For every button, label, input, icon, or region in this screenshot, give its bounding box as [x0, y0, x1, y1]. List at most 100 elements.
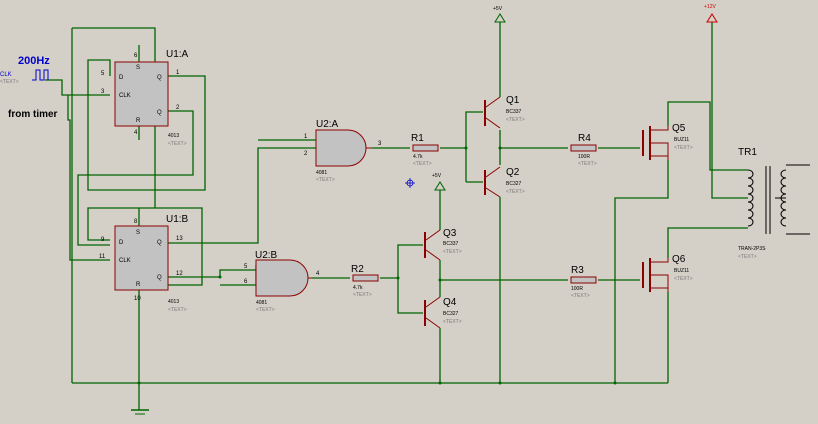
q5-text: <TEXT>: [674, 145, 693, 151]
q1-part: BC337: [506, 109, 522, 115]
wire-u1a-feedback: [87, 59, 206, 191]
u2a-part: 4081: [316, 170, 327, 176]
wire-r1-q1q2: [440, 111, 483, 149]
u1b-text: <TEXT>: [168, 307, 187, 313]
u2a-name: U2:A: [316, 119, 339, 130]
u2b-pin-4: 4: [316, 271, 320, 277]
tr1-primary-coil: [747, 169, 754, 227]
u1a-pin-s: S: [136, 65, 140, 71]
u2b-part: 4081: [256, 300, 267, 306]
u1a-pin-1: 1: [176, 70, 180, 76]
q1-text: <TEXT>: [506, 117, 525, 123]
wire-q5-drain: [667, 101, 748, 171]
u1a-pin-2: 2: [176, 105, 180, 111]
r2-value: 4.7k: [353, 285, 363, 291]
u1b-pin-d: D: [119, 240, 124, 246]
r4-text: <TEXT>: [578, 161, 597, 167]
wire-r2-q4: [397, 278, 423, 314]
u1a-pin-d: D: [119, 75, 124, 81]
r1-value: 4.7k: [413, 154, 423, 160]
wire-u1a-q2: [77, 110, 194, 246]
wire-q5-source: [614, 160, 669, 383]
clock-text: <TEXT>: [0, 79, 19, 85]
q2-name: Q2: [506, 167, 520, 178]
q3-text: <TEXT>: [443, 249, 462, 255]
r1-body: [412, 144, 439, 152]
wire-clock-input: [45, 79, 110, 96]
q5-mosfet[interactable]: Q5 BUZ11 <TEXT>: [642, 123, 693, 160]
r3-body: [570, 276, 597, 284]
q6-mosfet[interactable]: Q6 BUZ11 <TEXT>: [642, 254, 693, 292]
q4-leads-c: [425, 317, 441, 329]
u1b-flip-flop[interactable]: U1:B 4013 <TEXT> D CLK Q Q S R 9 11 13 1…: [99, 214, 189, 313]
u2b-and-gate[interactable]: U2:B 4081 <TEXT> 5 6 4: [244, 250, 320, 313]
r2-resistor[interactable]: R2 4.7k <TEXT>: [351, 264, 379, 298]
wire-r2-q3q4: [380, 244, 423, 279]
from-timer-label: from timer: [8, 109, 58, 120]
q3-name: Q3: [443, 228, 457, 239]
q4-transistor[interactable]: Q4 BC327 <TEXT>: [424, 296, 462, 329]
u2b-name: U2:B: [255, 250, 278, 261]
u2a-and-gate[interactable]: U2:A 4081 <TEXT> 1 2 3: [304, 119, 382, 183]
power-arrow-icon: [434, 181, 446, 191]
u1a-pin-qn: Q: [157, 110, 162, 116]
q2-transistor[interactable]: Q2 BC327 <TEXT>: [484, 166, 525, 198]
q4-part: BC327: [443, 311, 459, 317]
tr1-name: TR1: [738, 147, 757, 158]
q3-transistor[interactable]: Q3 BC337 <TEXT>: [424, 228, 462, 261]
power-arrow-icon: [494, 13, 506, 23]
wires: [45, 22, 748, 410]
u1a-flip-flop[interactable]: U1:A 4013 <TEXT> D CLK Q Q S R 5 3 1 2 6…: [101, 49, 189, 147]
u1a-pin-4: 4: [134, 130, 138, 136]
u1a-pin-6: 6: [134, 53, 138, 59]
q5-leads-b: [650, 142, 669, 156]
u2a-pin-2: 2: [304, 151, 308, 157]
clock-source[interactable]: 200Hz CLK <TEXT> from timer: [0, 55, 58, 120]
u1a-pin-r: R: [136, 118, 141, 124]
q4-text: <TEXT>: [443, 319, 462, 325]
q2-leads-c: [485, 187, 501, 198]
r1-resistor[interactable]: R1 4.7k <TEXT>: [411, 133, 439, 167]
q1-name: Q1: [506, 95, 520, 106]
tr1-text: <TEXT>: [738, 254, 757, 260]
clock-waveform-icon: [32, 69, 49, 81]
power-12v[interactable]: +12V: [704, 4, 718, 23]
q6-leads-b: [650, 274, 669, 288]
u2a-text: <TEXT>: [316, 177, 335, 183]
power-5v-mid[interactable]: +5V: [432, 173, 446, 191]
origin-marker-icon: [405, 178, 415, 188]
u2b-pin-5: 5: [244, 264, 248, 270]
r2-text: <TEXT>: [353, 292, 372, 298]
r1-name: R1: [411, 133, 424, 144]
wire-tr1-12v: [711, 22, 748, 199]
u1a-name: U1:A: [166, 49, 189, 60]
q2-text: <TEXT>: [506, 189, 525, 195]
r3-resistor[interactable]: R3 100R <TEXT>: [570, 265, 597, 299]
junctions: [137, 146, 617, 385]
q6-leads-s: [650, 287, 669, 292]
r4-name: R4: [578, 133, 591, 144]
q5-leads: [650, 126, 669, 131]
power-arrow-icon: [706, 13, 718, 23]
power-5v-top[interactable]: +5V: [493, 6, 506, 23]
tr1-transformer[interactable]: TR1 TRAN-2P3S <TEXT>: [738, 147, 810, 260]
clock-frequency: 200Hz: [18, 55, 50, 67]
wire-timer-clk: [67, 95, 110, 261]
q1-leads-e: [485, 117, 501, 129]
u1b-pin-12: 12: [176, 271, 183, 277]
u1b-pin-11: 11: [99, 254, 106, 260]
q5-name: Q5: [672, 123, 686, 134]
r1-text: <TEXT>: [413, 161, 432, 167]
u1a-body: [114, 61, 169, 127]
u1b-pin-10: 10: [134, 296, 141, 302]
u1a-pin-5: 5: [101, 71, 105, 77]
u2b-text: <TEXT>: [256, 307, 275, 313]
wire-u1b-feedback: [87, 207, 203, 286]
r4-resistor[interactable]: R4 100R <TEXT>: [570, 133, 597, 167]
q1-transistor[interactable]: Q1 BC337 <TEXT>: [484, 95, 525, 129]
u2a-pin-3: 3: [378, 141, 382, 147]
u1b-pin-s: S: [136, 230, 140, 236]
ground-symbol[interactable]: [131, 409, 149, 415]
q3-leads-e: [425, 249, 441, 261]
u1a-text: <TEXT>: [168, 141, 187, 147]
